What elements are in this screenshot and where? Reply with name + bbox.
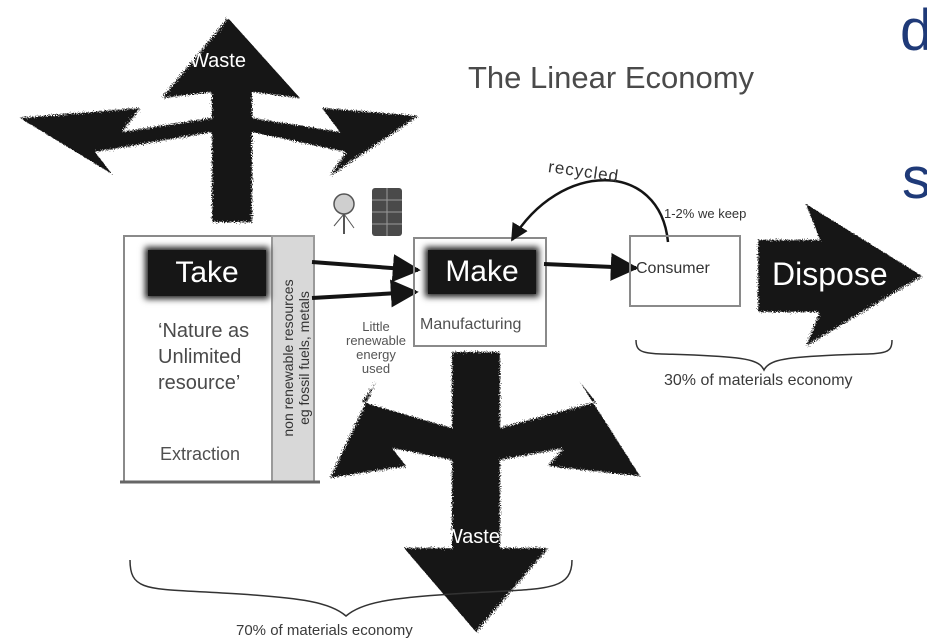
energy-note-line: energy	[356, 347, 396, 362]
waste-arrow-bottom	[330, 352, 640, 632]
flow-arrow-make-consumer	[543, 252, 639, 281]
brace-70-percent	[129, 559, 573, 617]
take-quote-line: Unlimited	[158, 346, 242, 368]
energy-note-line: renewable	[346, 333, 406, 348]
dispose-arrow	[758, 204, 922, 346]
resources-label: non renewable resources eg fossil fuels,…	[280, 258, 312, 458]
dispose-label: Dispose	[772, 256, 888, 292]
resources-line: non renewable resources	[280, 279, 296, 437]
waste-label-bottom: Waste	[444, 526, 500, 548]
energy-note-line: Little	[362, 319, 390, 334]
flow-arrows-take-make	[311, 254, 421, 308]
edge-fragment-top: d	[900, 0, 927, 63]
renewable-energy-icon	[333, 188, 402, 236]
make-box	[413, 237, 547, 347]
extraction-label: Extraction	[160, 444, 241, 464]
waste-label-top: Waste	[190, 50, 246, 72]
resources-line: eg fossil fuels, metals	[296, 291, 312, 425]
keep-label: 1-2% we keep	[664, 206, 747, 221]
percent-30-label: 30% of materials economy	[664, 372, 853, 389]
edge-fragment-middle: s	[902, 146, 927, 211]
make-label: Make	[428, 250, 536, 294]
recycled-arrow	[510, 179, 670, 243]
take-quote: ‘Nature as Unlimited resource’	[158, 318, 278, 396]
energy-note-line: used	[361, 361, 391, 376]
brace-30-percent	[635, 339, 893, 372]
waste-arrow-top	[20, 18, 418, 222]
take-label: Take	[148, 250, 266, 296]
take-quote-line: ‘Nature as	[158, 320, 250, 342]
diagram-title: The Linear Economy	[468, 60, 755, 95]
take-quote-line: resource’	[158, 372, 241, 394]
consumer-box	[629, 235, 741, 307]
take-box	[120, 235, 320, 484]
manufacturing-label: Manufacturing	[420, 316, 522, 333]
percent-70-label: 70% of materials economy	[236, 622, 413, 639]
energy-note: Little renewable energy used	[336, 320, 416, 376]
consumer-label: Consumer	[636, 260, 710, 277]
